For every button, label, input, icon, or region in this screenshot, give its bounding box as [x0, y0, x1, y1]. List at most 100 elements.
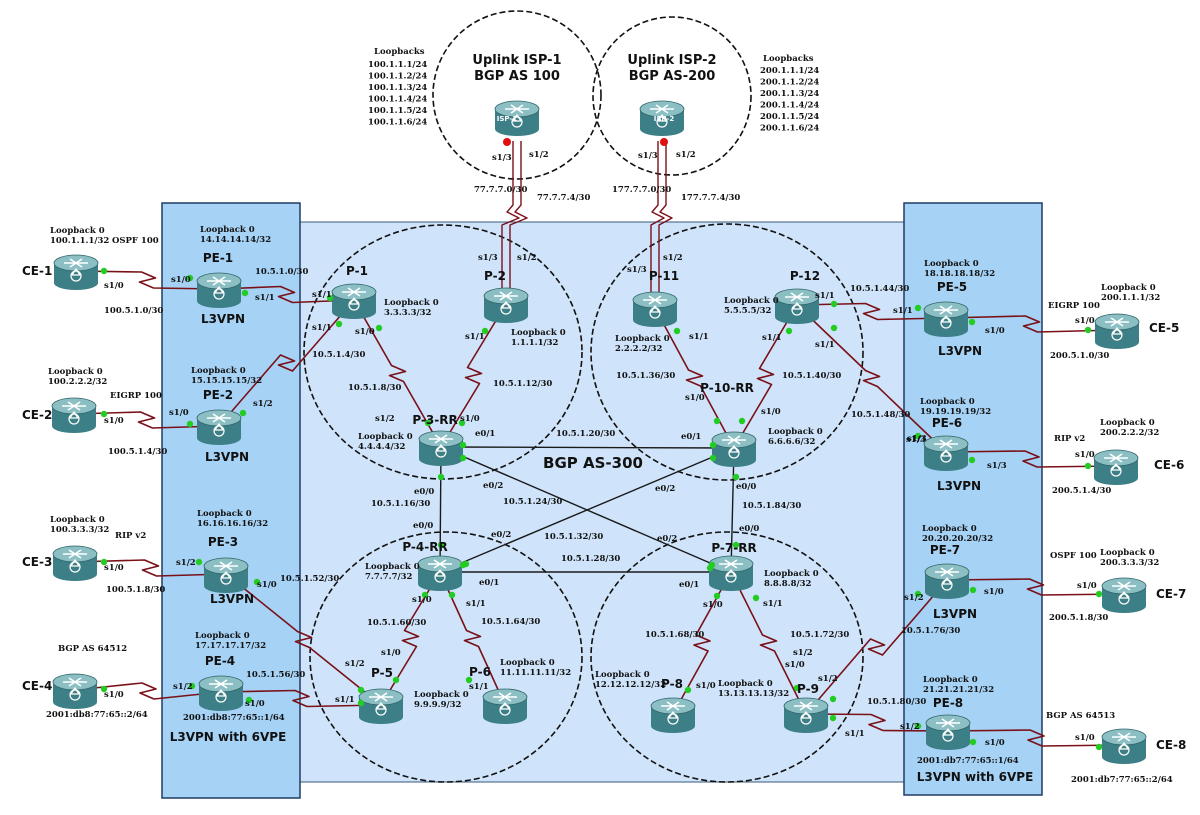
serial-link-p11-p10 [654, 307, 735, 449]
router-ce5-icon[interactable] [1094, 313, 1140, 349]
router-pe3-icon[interactable] [203, 557, 249, 593]
router-p12-icon[interactable] [774, 288, 820, 324]
loopback-address: 6.6.6.6/32 [768, 437, 816, 447]
interface-port-dot [1095, 590, 1103, 598]
interface-port-dot [830, 324, 838, 332]
pe-service-label: L3VPN [210, 592, 254, 606]
router-isp1-icon[interactable] [494, 100, 540, 136]
interface-port-dot [914, 304, 922, 312]
router-ce4-icon[interactable] [52, 673, 98, 709]
interface-label: s1/1 [763, 599, 783, 609]
interface-label: s1/0 [1075, 733, 1095, 743]
interface-port-dot [785, 327, 793, 335]
ce-loopback-address: 200.2.2.2/32 [1100, 428, 1159, 438]
loopback-address: 14.14.14.14/32 [200, 235, 271, 245]
router-name-label: PE-8 [933, 696, 963, 710]
ce-link-subnet: 200.5.1.8/30 [1049, 613, 1108, 623]
interface-port-dot [914, 722, 922, 730]
interface-port-dot [732, 473, 740, 481]
router-pe8-icon[interactable] [925, 714, 971, 750]
ce-loopback-label: Loopback 0 [1100, 418, 1155, 428]
interface-label: s1/1 [312, 290, 332, 300]
interface-label: s1/0 [985, 326, 1005, 336]
interface-label: e0/0 [413, 521, 433, 531]
interface-label: s1/3 [987, 461, 1007, 471]
interface-label: s1/0 [104, 281, 124, 291]
loopback-label: Loopback 0 [500, 658, 555, 668]
subnet-label: 10.5.1.80/30 [867, 697, 926, 707]
serial-link-p12-pe6 [796, 304, 947, 453]
router-pe6-icon[interactable] [923, 435, 969, 471]
loopback-address: 1.1.1.1/32 [511, 338, 559, 348]
interface-port-dot [459, 441, 467, 449]
interface-label: s1/0 [696, 681, 716, 691]
pe-ipv6-address: 2001:db7:77:65::1/64 [917, 756, 1019, 766]
router-isp2-icon[interactable] [639, 100, 685, 136]
router-pe2-icon[interactable] [196, 409, 242, 445]
router-ce2-icon[interactable] [51, 397, 97, 433]
subnet-label: 10.5.1.84/30 [742, 501, 801, 511]
interface-port-dot [969, 738, 977, 746]
router-pe7-icon[interactable] [924, 563, 970, 599]
loopback-label: Loopback 0 [511, 328, 566, 338]
router-ce6-icon[interactable] [1093, 449, 1139, 485]
ce-routing-protocol: OSPF 100 [1050, 551, 1097, 561]
router-ce1-icon[interactable] [53, 254, 99, 290]
router-name-label: P-8 [661, 677, 683, 691]
ce-loopback-address: 100.3.3.3/32 [50, 525, 109, 535]
pe-service-label: L3VPN [933, 607, 977, 621]
interface-label: s1/1 [465, 332, 485, 342]
interface-label: s1/3 [907, 434, 927, 444]
interface-label: s1/3 [906, 435, 926, 445]
uplink-port-dot [503, 138, 511, 146]
loopback-label: Loopback 0 [595, 670, 650, 680]
router-name-label: P-3-RR [412, 413, 457, 427]
loopback-label: Loopback 0 [358, 432, 413, 442]
serial-link-p4-p6 [439, 571, 506, 706]
ce-link-subnet: 100.5.1.8/30 [106, 585, 165, 595]
isp2-title-line2: BGP AS-200 [629, 69, 716, 84]
router-pe4-icon[interactable] [198, 675, 244, 711]
interface-port-dot [830, 300, 838, 308]
loopback-address: 4.4.4.4/32 [358, 442, 406, 452]
subnet-label: 77.7.7.0/30 [474, 185, 527, 195]
router-ce7-icon[interactable] [1101, 577, 1147, 613]
loopback-address: 11.11.11.11/32 [500, 668, 571, 678]
ce-link-subnet: 200.5.1.4/30 [1052, 486, 1111, 496]
router-p6-icon[interactable] [482, 688, 528, 724]
subnet-label: 10.5.1.56/30 [246, 670, 305, 680]
router-p4-icon[interactable] [417, 555, 463, 591]
router-p1-icon[interactable] [331, 283, 377, 319]
router-p5-icon[interactable] [358, 688, 404, 724]
router-p11-icon[interactable] [632, 291, 678, 327]
router-pe1-icon[interactable] [196, 272, 242, 308]
router-ce3-icon[interactable] [52, 545, 98, 581]
interface-label: s1/3 [627, 265, 647, 275]
router-p2-icon[interactable] [483, 287, 529, 323]
as300-title: BGP AS-300 [543, 454, 643, 472]
isp2-loopback-line: 200.1.1.1/24 [760, 66, 819, 76]
ce-routing-protocol: BGP AS 64513 [1046, 711, 1115, 721]
router-name-label: CE-5 [1149, 321, 1179, 335]
router-p10-icon[interactable] [711, 431, 757, 467]
router-name-label: CE-1 [22, 264, 52, 278]
router-name-label: ISP-2 [654, 115, 675, 123]
router-name-label: PE-1 [203, 251, 233, 265]
router-p8-icon[interactable] [650, 697, 696, 733]
router-p3-icon[interactable] [418, 430, 464, 466]
interface-label: s1/1 [845, 729, 865, 739]
interface-port-dot [738, 417, 746, 425]
serial-link-pe8-ce8 [947, 729, 1125, 747]
interface-label: s1/2 [904, 593, 924, 603]
subnet-label: 10.5.1.4/30 [312, 350, 365, 360]
router-p7-icon[interactable] [708, 555, 754, 591]
serial-link-p12-p10 [733, 304, 798, 449]
router-pe5-icon[interactable] [923, 301, 969, 337]
interface-label: s1/1 [469, 682, 489, 692]
router-ce8-icon[interactable] [1101, 728, 1147, 764]
interface-label: s1/0 [985, 738, 1005, 748]
interface-port-dot [424, 419, 432, 427]
router-p9-icon[interactable] [783, 697, 829, 733]
interface-label: s1/0 [1075, 316, 1095, 326]
interface-label: s1/0 [412, 595, 432, 605]
